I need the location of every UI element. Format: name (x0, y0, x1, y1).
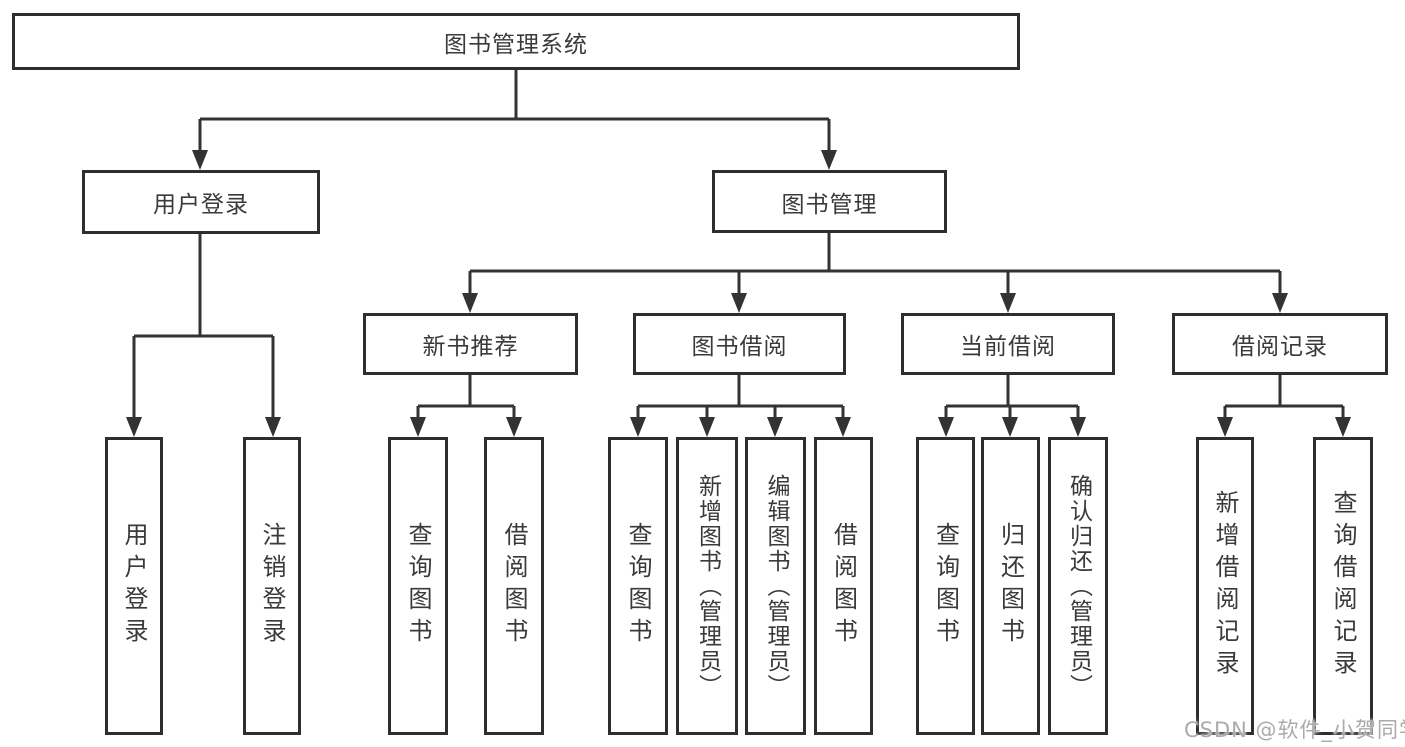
watermark: CSDN @软件_小贺同学 (1184, 718, 1405, 742)
node-book-borrowing: 图书借阅 (633, 313, 846, 375)
node-book-management: 图书管理 (712, 170, 947, 233)
node-current-borrowing: 当前借阅 (901, 313, 1115, 375)
leaf-nb-borrow-books: 借阅图书 (484, 437, 544, 735)
arrowhead-icons (126, 150, 1351, 437)
node-borrowing-records: 借阅记录 (1172, 313, 1388, 375)
leaf-user-login: 用户登录 (105, 437, 163, 735)
leaf-cb-return-books: 归还图书 (981, 437, 1040, 735)
node-new-book-recommend: 新书推荐 (363, 313, 578, 375)
leaf-bb-query-books: 查询图书 (608, 437, 668, 735)
leaf-br-add-record: 新增借阅记录 (1196, 437, 1254, 735)
leaf-logout-login: 注销登录 (243, 437, 301, 735)
leaf-bb-add-books-admin: 新增图书︵管理员︶ (676, 437, 738, 735)
leaf-cb-query-books: 查询图书 (916, 437, 975, 735)
node-user-login: 用户登录 (82, 170, 320, 234)
leaf-br-query-record: 查询借阅记录 (1313, 437, 1373, 735)
leaf-nb-query-books: 查询图书 (388, 437, 448, 735)
leaf-cb-confirm-return-admin: 确认归还︵管理员︶ (1048, 437, 1108, 735)
tree-edges (132, 70, 1345, 421)
node-root: 图书管理系统 (12, 13, 1020, 70)
leaf-bb-edit-books-admin: 编辑图书︵管理员︶ (745, 437, 806, 735)
leaf-bb-borrow-books: 借阅图书 (814, 437, 873, 735)
